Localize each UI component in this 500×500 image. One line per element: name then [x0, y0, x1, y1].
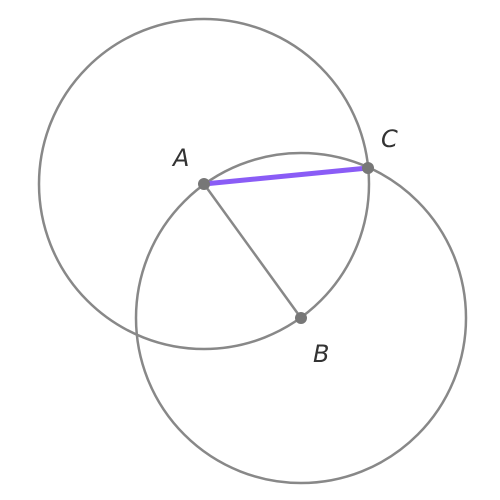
point-b-label: B: [313, 340, 329, 368]
point-a-label: A: [171, 144, 189, 172]
segment-ab: [202, 183, 303, 319]
segment-ac: [201, 165, 371, 187]
circle-center-a: [37, 17, 371, 351]
circle-center-b: [134, 151, 468, 485]
point-b[interactable]: [295, 312, 307, 324]
point-c-label: C: [381, 125, 398, 153]
point-c[interactable]: [362, 162, 374, 174]
point-a[interactable]: [198, 178, 210, 190]
